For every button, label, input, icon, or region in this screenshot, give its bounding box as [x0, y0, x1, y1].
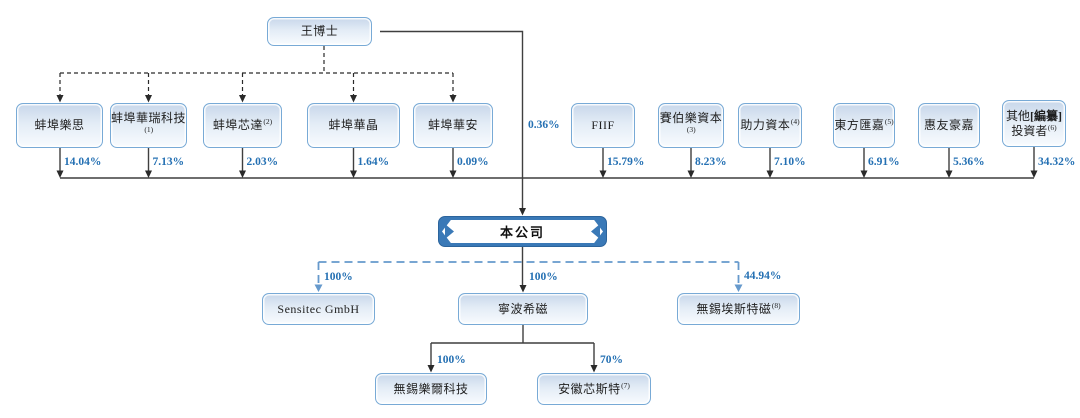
- shareholder-box-huiyou-haojia: 惠友豪嘉: [918, 103, 980, 148]
- pct-wuxi-leer: 100%: [437, 354, 466, 366]
- shareholder-box-fiif: FIIF: [571, 103, 635, 148]
- pct-saibole: 8.23%: [695, 156, 727, 168]
- shareholder-box-saibole-capital: 賽伯樂資本(3): [658, 103, 724, 148]
- pct-bengbu-xinda: 2.03%: [246, 156, 279, 168]
- shareholder-box-bengbu-huajing: 蚌埠華晶: [307, 103, 400, 148]
- subsidiary-box-ningbo-xici: 寧波希磁: [458, 293, 588, 325]
- subsidiary-box-anhui-xinsite: 安徽芯斯特(7): [537, 373, 651, 405]
- pct-bengbu-huajing: 1.64%: [357, 156, 390, 168]
- shareholder-box-other-investors: 其他[編纂] 投資者(6): [1002, 100, 1066, 147]
- shareholder-box-bengbu-huaan: 蚌埠華安: [413, 103, 493, 148]
- pct-zhuli: 7.10%: [774, 156, 806, 168]
- pct-wuxi-aisite: 44.94%: [744, 270, 782, 282]
- chevron-right-icon: [591, 224, 600, 239]
- company-box: 本公司: [438, 216, 607, 247]
- pct-ningbo-xici: 100%: [529, 271, 558, 283]
- company-label: 本公司: [499, 225, 545, 240]
- shareholder-box-bengbu-lesi: 蚌埠樂思: [16, 103, 103, 148]
- company-box-inner: [442, 220, 603, 243]
- pct-controller-direct: 0.36%: [528, 119, 560, 131]
- pct-huiyou: 5.36%: [953, 156, 985, 168]
- subsidiary-box-sensitec: Sensitec GmbH: [262, 293, 375, 325]
- controller-box-wang-boshi: 王博士: [267, 17, 372, 46]
- pct-other-investors: 34.32%: [1038, 156, 1076, 168]
- chevron-left-icon: [445, 224, 454, 239]
- pct-sensitec: 100%: [324, 271, 353, 283]
- controller-label: 王博士: [300, 24, 339, 39]
- subsidiary-box-wuxi-aisite: 無錫埃斯特磁(8): [677, 293, 800, 325]
- pct-bengbu-huaan: 0.09%: [457, 156, 489, 168]
- shareholder-box-bengbu-xinda: 蚌埠芯達(2): [203, 103, 282, 148]
- shareholder-box-zhuli-capital: 助力資本(4): [738, 103, 802, 148]
- shareholder-box-bengbu-huarui: 蚌埠華瑞科技(1): [110, 103, 187, 148]
- pct-bengbu-huarui: 7.13%: [152, 156, 185, 168]
- pct-bengbu-lesi: 14.04%: [64, 156, 102, 168]
- pct-dongfang: 6.91%: [868, 156, 900, 168]
- pct-fiif: 15.79%: [607, 156, 645, 168]
- shareholder-box-dongfang-huijia: 東方匯嘉(5): [833, 103, 895, 148]
- pct-anhui-xinsite: 70%: [600, 354, 623, 366]
- subsidiary-box-wuxi-leer: 無錫樂爾科技: [375, 373, 487, 405]
